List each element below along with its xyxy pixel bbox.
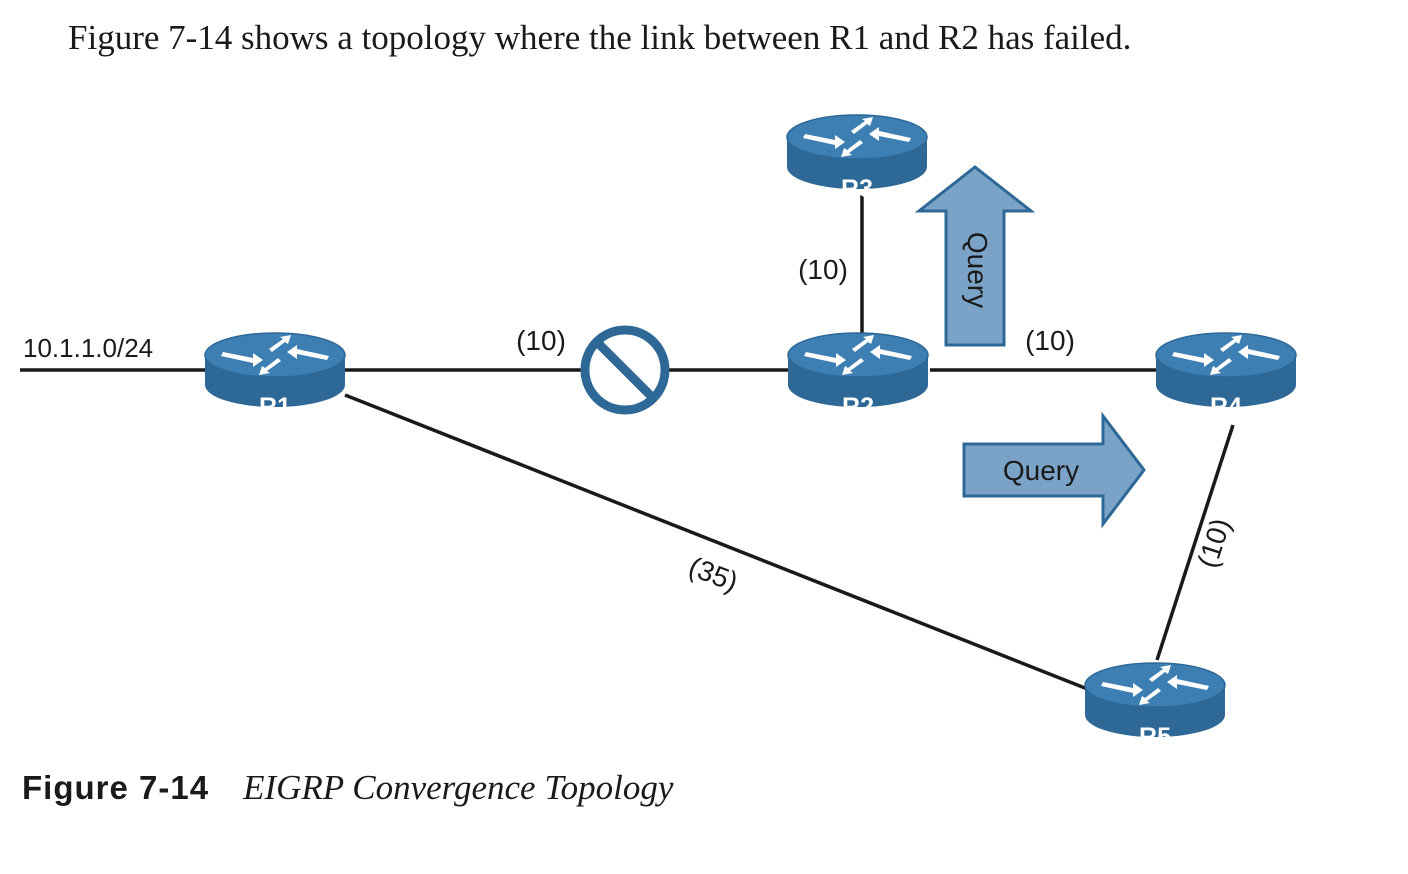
- link-r4-r5-cost: (10): [1192, 515, 1237, 572]
- figure-number: Figure 7-14: [22, 769, 210, 806]
- router-r2: R2: [787, 332, 929, 421]
- link-r1-r5: [344, 393, 1091, 692]
- router-r1: R1: [204, 332, 346, 421]
- link-r2-r3-cost: (10): [798, 254, 848, 285]
- link-r4-r5: [1155, 424, 1235, 661]
- link-r1-r5-cost: (35): [685, 551, 743, 598]
- router-r4-label: R4: [1210, 393, 1242, 421]
- query-arrow-right: Query: [962, 411, 1146, 529]
- query-arrow-up-label: Query: [962, 232, 993, 308]
- link-r1-r2-cost: (10): [516, 325, 566, 356]
- link-failed-icon: [580, 325, 670, 415]
- router-r2-label: R2: [842, 393, 874, 421]
- network-label: 10.1.1.0/24: [23, 333, 153, 363]
- figure-title: EIGRP Convergence Topology: [243, 768, 674, 807]
- router-r1-label: R1: [259, 393, 291, 421]
- router-r3: R3: [786, 114, 928, 203]
- link-r2-r4-cost: (10): [1025, 325, 1075, 356]
- router-r5-label: R5: [1139, 723, 1171, 751]
- intro-text: Figure 7-14 shows a topology where the l…: [68, 18, 1132, 57]
- router-r3-label: R3: [841, 175, 873, 203]
- query-arrow-right-label: Query: [1003, 455, 1079, 486]
- router-r5: R5: [1084, 662, 1226, 751]
- router-r4: R4: [1155, 332, 1297, 421]
- query-arrow-up: Query: [914, 165, 1036, 347]
- figure-caption: Figure 7-14 EIGRP Convergence Topology: [22, 768, 673, 808]
